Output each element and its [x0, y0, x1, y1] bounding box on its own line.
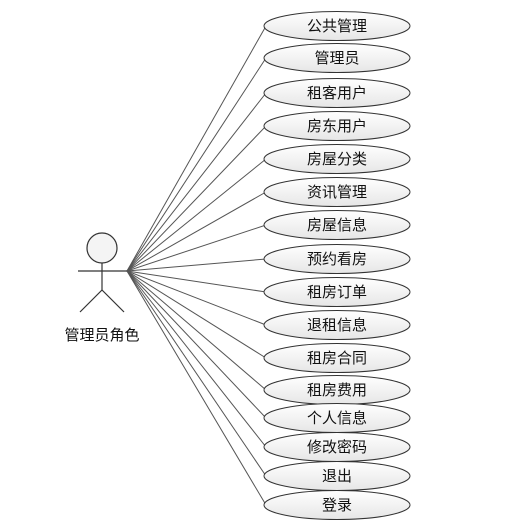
use-case[interactable]: 房东用户 — [263, 111, 411, 141]
use-case[interactable]: 退出 — [263, 461, 411, 491]
use-case-label: 修改密码 — [307, 438, 367, 456]
use-case[interactable]: 房屋信息 — [263, 210, 411, 240]
association-line — [126, 258, 267, 272]
actor-head — [86, 232, 118, 264]
actor-right-leg — [101, 289, 125, 313]
use-case-label: 公共管理 — [307, 17, 367, 35]
use-case-label: 租房合同 — [307, 349, 367, 367]
use-case-ellipse — [263, 177, 411, 207]
association-lines — [126, 25, 267, 506]
use-case[interactable]: 个人信息 — [263, 403, 411, 433]
association-line — [126, 158, 267, 272]
use-case[interactable]: 登录 — [263, 490, 411, 520]
use-case-label: 租客用户 — [307, 84, 367, 102]
use-case-ellipse — [263, 111, 411, 141]
association-line — [126, 125, 267, 272]
use-case[interactable]: 退租信息 — [263, 310, 411, 340]
association-line — [126, 270, 267, 359]
use-case-ellipse — [263, 343, 411, 373]
use-case-ellipse — [263, 11, 411, 41]
use-case-ellipse — [263, 244, 411, 274]
actor-left-leg — [79, 289, 103, 313]
use-case-label: 房东用户 — [307, 117, 367, 135]
association-line — [126, 270, 267, 477]
association-line — [126, 270, 267, 391]
use-cases: 公共管理管理员租客用户房东用户房屋分类资讯管理房屋信息预约看房租房订单退租信息租… — [263, 11, 411, 520]
association-line — [126, 191, 267, 272]
use-case-label: 租房费用 — [307, 381, 367, 399]
use-case[interactable]: 预约看房 — [263, 244, 411, 274]
use-case[interactable]: 房屋分类 — [263, 144, 411, 174]
association-line — [126, 25, 267, 272]
use-case-label: 退租信息 — [307, 316, 367, 334]
association-line — [126, 270, 267, 326]
use-case-ellipse — [263, 210, 411, 240]
use-case[interactable]: 租房订单 — [263, 277, 411, 307]
use-case-label: 房屋信息 — [307, 216, 367, 234]
use-case[interactable]: 修改密码 — [263, 432, 411, 462]
use-case[interactable]: 租客用户 — [263, 78, 411, 108]
use-case-label: 登录 — [322, 496, 352, 514]
use-case[interactable]: 管理员 — [263, 43, 411, 73]
use-case-label: 退出 — [322, 467, 352, 485]
use-case-label: 预约看房 — [307, 250, 367, 268]
use-case-label: 资讯管理 — [307, 183, 367, 201]
use-case[interactable]: 租房费用 — [263, 375, 411, 405]
actor-admin-role: 管理员角色 — [64, 232, 140, 344]
use-case[interactable]: 租房合同 — [263, 343, 411, 373]
use-case[interactable]: 资讯管理 — [263, 177, 411, 207]
use-case-label: 租房订单 — [307, 283, 367, 301]
use-case-ellipse — [263, 43, 411, 73]
use-case-label: 个人信息 — [307, 409, 367, 427]
association-line — [126, 92, 267, 272]
use-case-ellipse — [263, 310, 411, 340]
actor-label: 管理员角色 — [64, 326, 139, 344]
association-line — [126, 270, 267, 506]
use-case-ellipse — [263, 490, 411, 520]
association-line — [126, 224, 267, 272]
use-case-ellipse — [263, 144, 411, 174]
association-line — [126, 57, 267, 272]
use-case[interactable]: 公共管理 — [263, 11, 411, 41]
use-case-label: 管理员 — [314, 49, 359, 67]
use-case-label: 房屋分类 — [307, 150, 367, 168]
association-line — [126, 270, 267, 448]
use-case-ellipse — [263, 277, 411, 307]
association-line — [126, 270, 267, 419]
association-line — [126, 270, 267, 293]
use-case-ellipse — [263, 78, 411, 108]
